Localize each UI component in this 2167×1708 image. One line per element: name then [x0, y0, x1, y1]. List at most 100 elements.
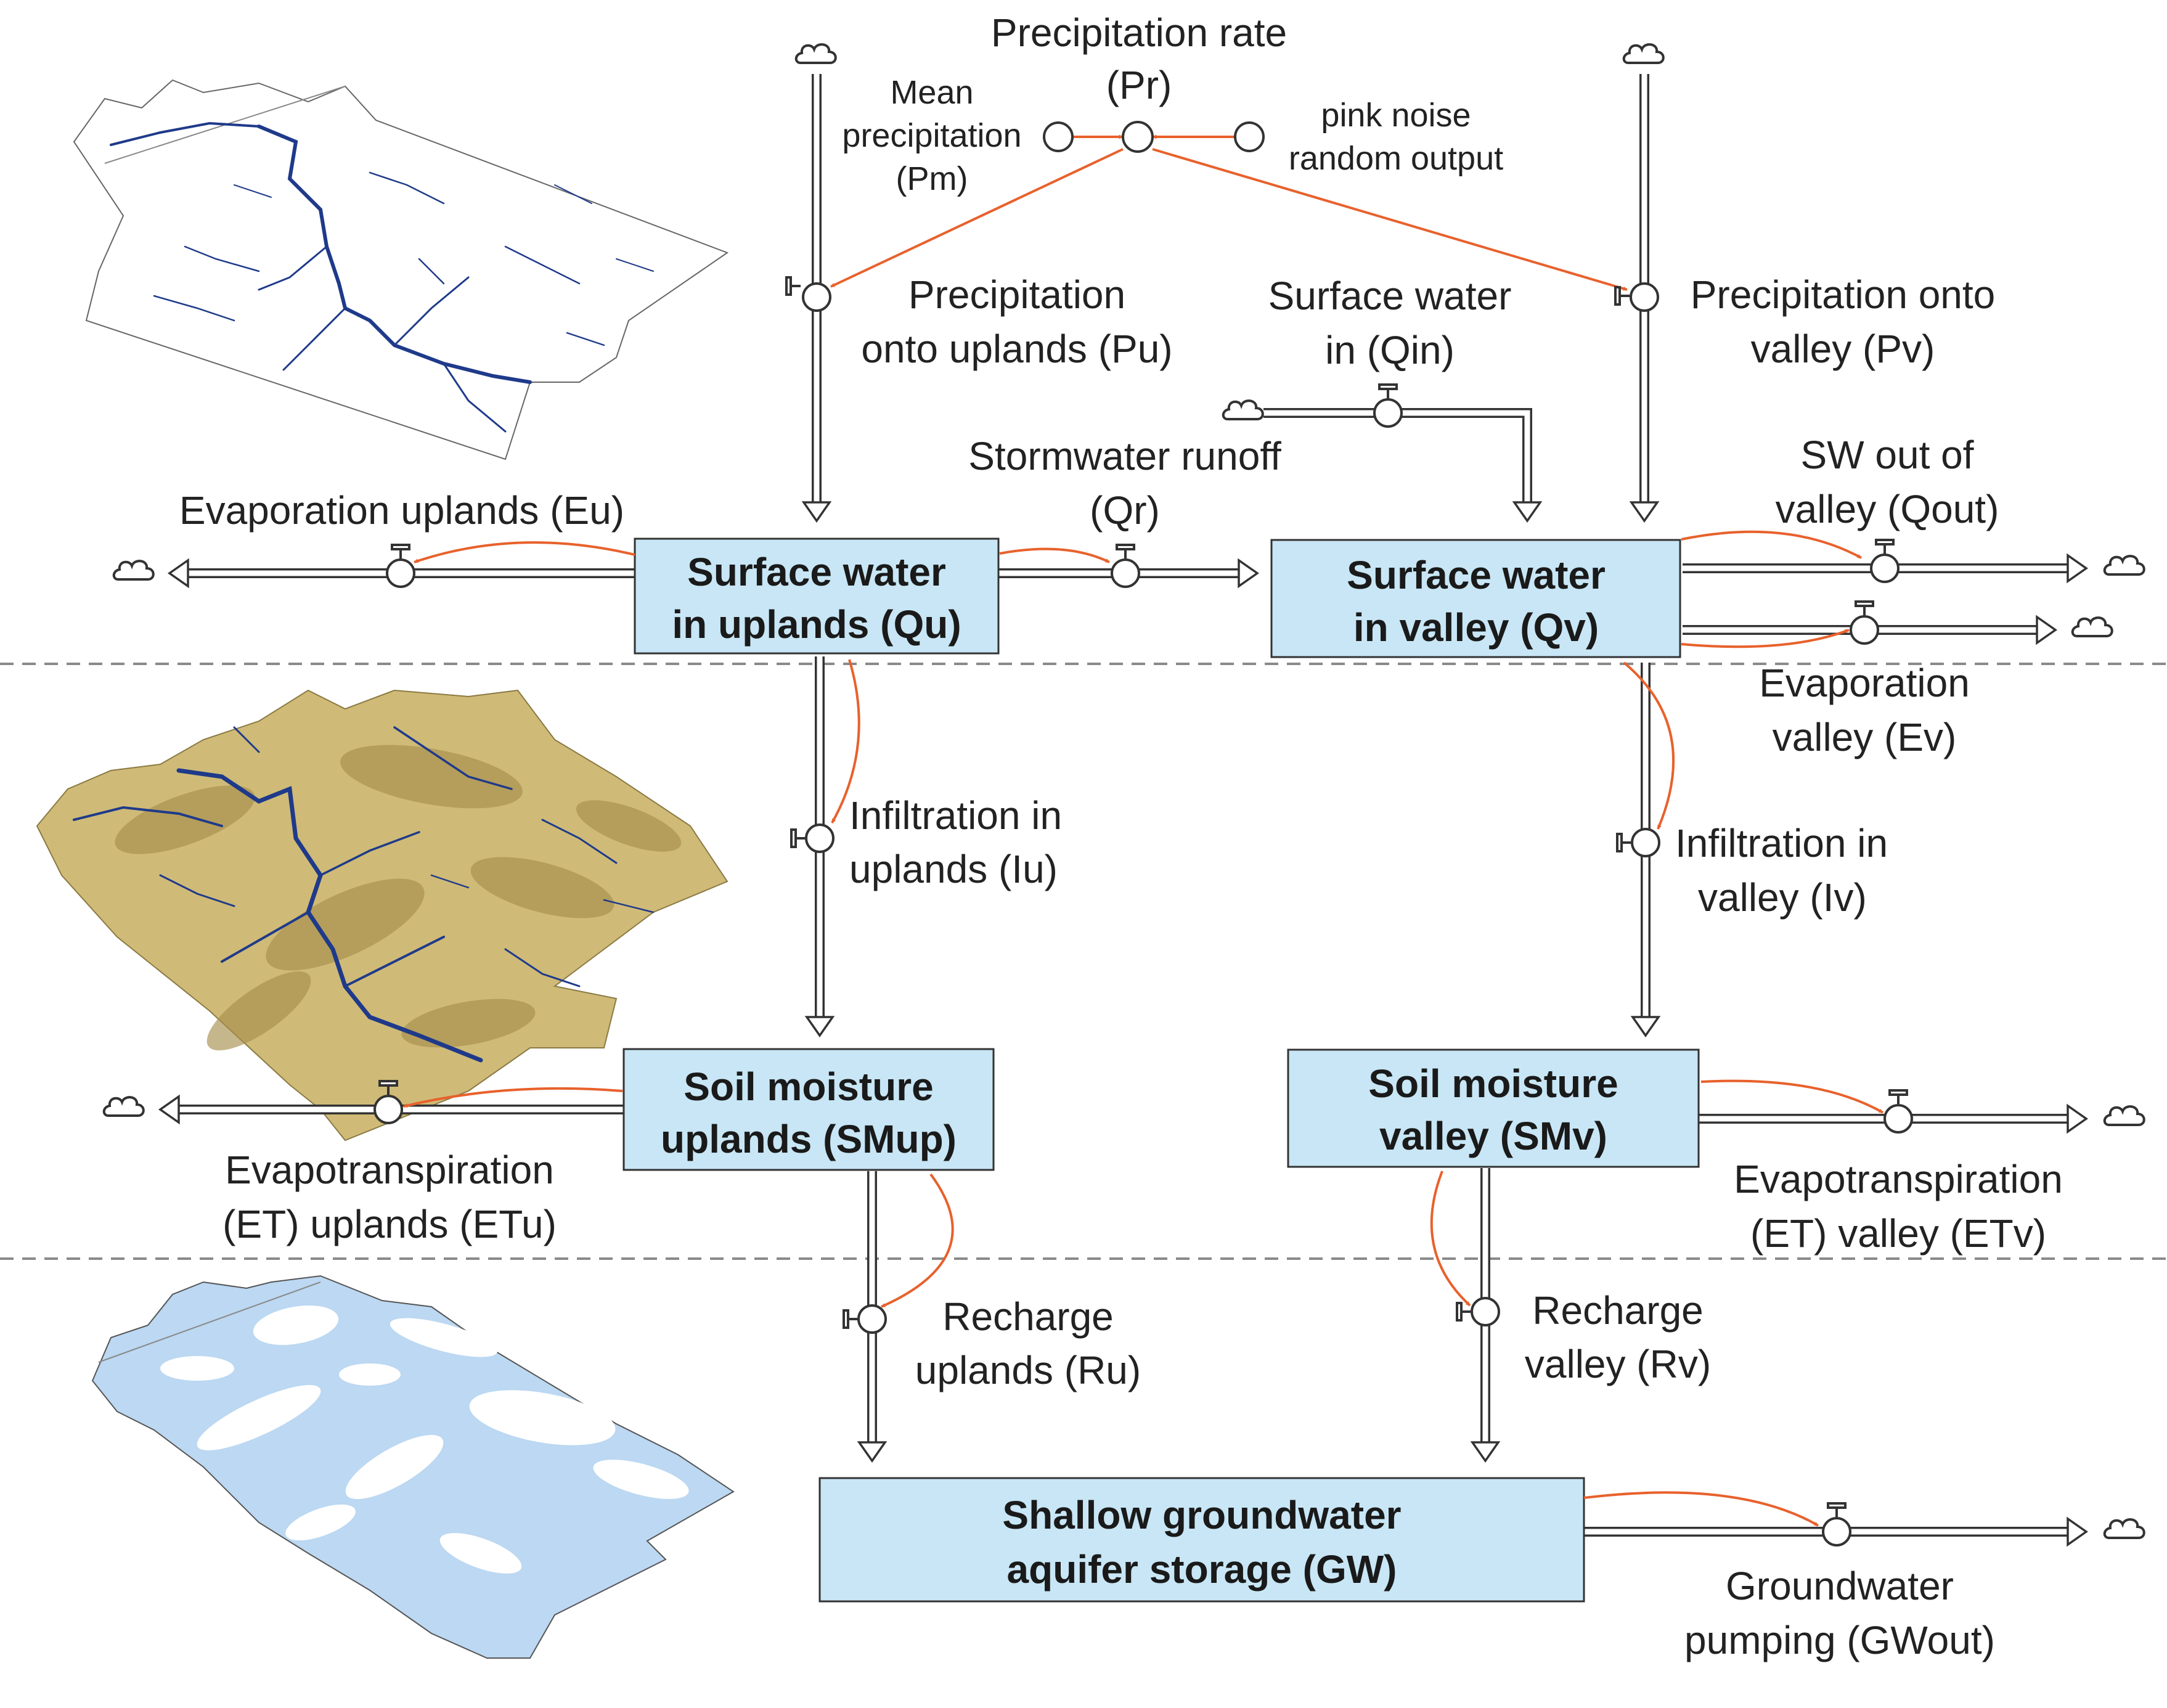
- label-mean-precipitation: Mean: [890, 74, 973, 111]
- valve-et-uplands[interactable]: [373, 1080, 403, 1124]
- flow-arrowhead: [1470, 1441, 1501, 1463]
- label-precipitation-valley: Precipitation onto: [1691, 272, 1996, 317]
- flow-arrowhead: [158, 1094, 180, 1125]
- label-pink-noise: random output: [1289, 140, 1503, 177]
- stock-label-line: Soil moisture: [684, 1064, 933, 1109]
- valve-recharge-uplands[interactable]: [843, 1304, 887, 1334]
- valve-infiltration-uplands[interactable]: [790, 823, 835, 853]
- label-mean-precipitation: precipitation: [842, 117, 1021, 154]
- map-hydrography-network: [73, 79, 729, 460]
- flow-arrowhead: [167, 558, 189, 589]
- valve-precipitation-valley[interactable]: [1614, 282, 1659, 312]
- stock-soil-moisture-valley[interactable]: Soil moisture valley (SMv): [1287, 1048, 1700, 1168]
- cloud-icon: [2103, 1105, 2145, 1126]
- label-et-uplands: (ET) uplands (ETu): [222, 1202, 557, 1246]
- valve-infiltration-valley[interactable]: [1616, 828, 1660, 857]
- label-evaporation-uplands: Evaporation uplands (Eu): [179, 488, 624, 533]
- label-precipitation-uplands: onto uplands (Pu): [861, 327, 1172, 371]
- flow-arrowhead: [804, 1016, 835, 1038]
- label-recharge-uplands: uplands (Ru): [915, 1348, 1141, 1392]
- label-stormwater-runoff: (Qr): [1090, 488, 1160, 533]
- flow-arrowhead: [2067, 1516, 2089, 1547]
- label-et-uplands: Evapotranspiration: [225, 1148, 554, 1192]
- stock-label-line: Surface water: [687, 550, 946, 594]
- label-precipitation-uplands: Precipitation: [908, 272, 1125, 317]
- cloud-icon: [2071, 616, 2113, 637]
- valve-stormwater-runoff[interactable]: [1111, 544, 1140, 588]
- flow-arrowhead: [1630, 1016, 1661, 1038]
- label-recharge-uplands: Recharge: [942, 1294, 1114, 1339]
- valve-et-valley[interactable]: [1883, 1089, 1913, 1134]
- stock-soil-moisture-uplands[interactable]: Soil moisture uplands (SMup): [622, 1048, 995, 1171]
- label-surface-water-in: in (Qin): [1325, 328, 1455, 372]
- label-mean-precipitation: (Pm): [896, 160, 968, 197]
- information-links: [403, 134, 1883, 1527]
- stock-label-line: Surface water: [1347, 553, 1606, 597]
- flow-arrowhead: [2067, 553, 2089, 584]
- valve-recharge-valley[interactable]: [1456, 1297, 1500, 1326]
- flow-arrowhead: [2036, 615, 2058, 645]
- valve-groundwater-pumping[interactable]: [1822, 1502, 1851, 1547]
- valve-surface-water-in[interactable]: [1373, 383, 1403, 428]
- label-infiltration-uplands: uplands (Iu): [849, 847, 1058, 891]
- stock-label-line: uplands (SMup): [661, 1117, 957, 1161]
- auxiliary-pink-noise[interactable]: [1234, 121, 1265, 152]
- label-groundwater-pumping: pumping (GWout): [1684, 1618, 1995, 1662]
- flow-valves: [373, 276, 1913, 1547]
- valve-evaporation-valley[interactable]: [1850, 600, 1879, 645]
- label-groundwater-pumping: Groundwater: [1726, 1564, 1954, 1608]
- valve-evaporation-uplands[interactable]: [386, 544, 415, 588]
- label-infiltration-valley: valley (Iv): [1698, 875, 1867, 920]
- label-sw-out-of-valley: SW out of: [1801, 433, 1974, 477]
- label-surface-water-in: Surface water: [1268, 274, 1512, 318]
- label-evaporation-valley: valley (Ev): [1773, 715, 1957, 759]
- label-recharge-valley: valley (Rv): [1525, 1342, 1711, 1386]
- label-infiltration-valley: Infiltration in: [1675, 821, 1888, 865]
- stock-label-line: in valley (Qv): [1353, 605, 1599, 650]
- cloud-icon: [794, 43, 837, 64]
- label-precipitation-valley: valley (Pv): [1751, 327, 1935, 371]
- flow-pipe-channel: [1263, 410, 1530, 502]
- label-stormwater-runoff: Stormwater runoff: [968, 434, 1281, 478]
- stock-surface-water-uplands[interactable]: Surface water in uplands (Qu): [634, 537, 1000, 655]
- cloud-icon: [1622, 43, 1665, 64]
- auxiliary-precipitation-rate[interactable]: [1122, 121, 1154, 153]
- flow-arrowhead: [1512, 501, 1543, 523]
- flow-labels: Precipitation onto uplands (Pu) Precipit…: [179, 272, 2063, 1662]
- label-precipitation-rate: Precipitation rate: [991, 10, 1287, 55]
- label-pink-noise: pink noise: [1321, 97, 1471, 134]
- stock-label-line: aquifer storage (GW): [1007, 1547, 1397, 1592]
- stock-label-line: Soil moisture: [1368, 1061, 1618, 1106]
- cloud-icon: [2103, 1518, 2145, 1539]
- flow-arrowhead: [2067, 1103, 2089, 1134]
- label-recharge-valley: Recharge: [1532, 1288, 1704, 1333]
- flow-arrowhead: [1629, 501, 1660, 523]
- flow-arrowhead: [857, 1441, 888, 1463]
- auxiliary-variables: [1043, 121, 1265, 153]
- label-evaporation-valley: Evaporation: [1759, 661, 1970, 705]
- label-precipitation-rate: (Pr): [1106, 63, 1172, 107]
- auxiliary-mean-precipitation[interactable]: [1043, 121, 1074, 152]
- stock-label-line: valley (SMv): [1379, 1114, 1607, 1158]
- label-infiltration-uplands: Infiltration in: [849, 793, 1062, 838]
- flow-pipe-outline: [1263, 408, 1532, 502]
- map-shallow-aquifer-extent: [91, 1275, 735, 1659]
- stock-surface-water-valley[interactable]: Surface water in valley (Qv): [1270, 539, 1681, 658]
- label-sw-out-of-valley: valley (Qout): [1776, 487, 1999, 531]
- stock-label-line: in uplands (Qu): [672, 602, 961, 647]
- cloud-source-sink-icons: [102, 43, 2145, 1539]
- label-et-valley: Evapotranspiration: [1734, 1157, 2063, 1201]
- label-et-valley: (ET) valley (ETv): [1750, 1211, 2046, 1256]
- valve-precipitation-uplands[interactable]: [785, 276, 831, 312]
- auxiliary-labels: Precipitation rate (Pr) Mean precipitati…: [842, 10, 1503, 197]
- stock-shallow-groundwater[interactable]: Shallow groundwater aquifer storage (GW): [818, 1477, 1585, 1603]
- cloud-icon: [102, 1096, 145, 1117]
- cloud-icon: [2103, 555, 2145, 576]
- flow-arrowhead: [1238, 558, 1260, 589]
- flow-arrowhead: [801, 501, 832, 523]
- stock-label-line: Shallow groundwater: [1002, 1493, 1401, 1537]
- cloud-icon: [112, 560, 155, 581]
- valve-sw-out-of-valley[interactable]: [1870, 539, 1900, 583]
